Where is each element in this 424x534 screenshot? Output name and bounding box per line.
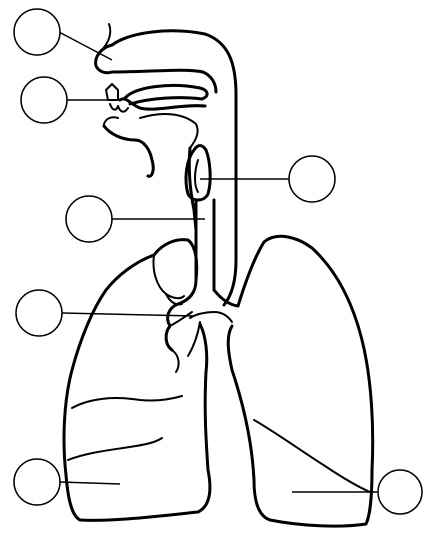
leader-bronchi <box>62 313 195 316</box>
left-lung-outline <box>228 236 372 526</box>
leader-right-lung <box>60 482 120 484</box>
callouts <box>14 9 422 514</box>
callout-nostril-mouth[interactable] <box>21 77 67 123</box>
callout-nasal-cavity[interactable] <box>14 9 60 55</box>
callout-bronchi[interactable] <box>16 290 62 336</box>
callout-trachea[interactable] <box>66 196 112 242</box>
callout-right-lung[interactable] <box>14 459 60 505</box>
callout-left-lung[interactable] <box>378 470 422 514</box>
right-lung-outline <box>64 240 210 521</box>
leader-lines <box>59 32 383 492</box>
callout-larynx[interactable] <box>289 156 335 202</box>
